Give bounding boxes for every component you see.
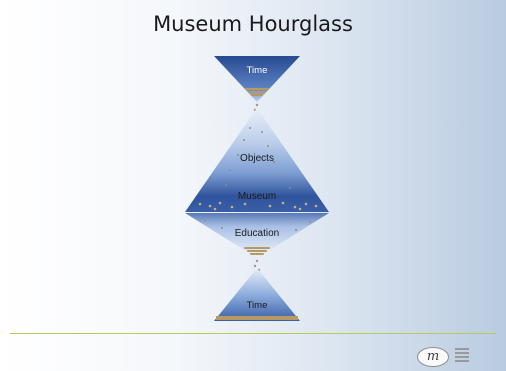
bottom-sand-base: [216, 316, 298, 320]
slide-title: Museum Hourglass: [153, 12, 353, 36]
upper-speckles: [225, 127, 291, 189]
bottom-time-funnel: [214, 268, 300, 321]
lower-sand-pile: [244, 247, 270, 255]
top-time-funnel: [214, 56, 300, 102]
lower-bulb: [185, 213, 329, 258]
museum-sand-band: [198, 201, 318, 211]
upper-bulb: [185, 108, 329, 212]
label-bottom-time: Time: [247, 300, 268, 311]
label-education: Education: [235, 228, 279, 239]
top-sand-pile: [245, 88, 269, 96]
label-objects: Objects: [240, 153, 274, 164]
logo-text-lines: [455, 348, 469, 364]
organization-logo-icon: m: [417, 347, 449, 367]
lower-speckles: [204, 217, 311, 231]
label-museum: Museum: [238, 191, 276, 202]
label-top-time: Time: [247, 65, 268, 76]
footer-divider: [10, 333, 496, 334]
